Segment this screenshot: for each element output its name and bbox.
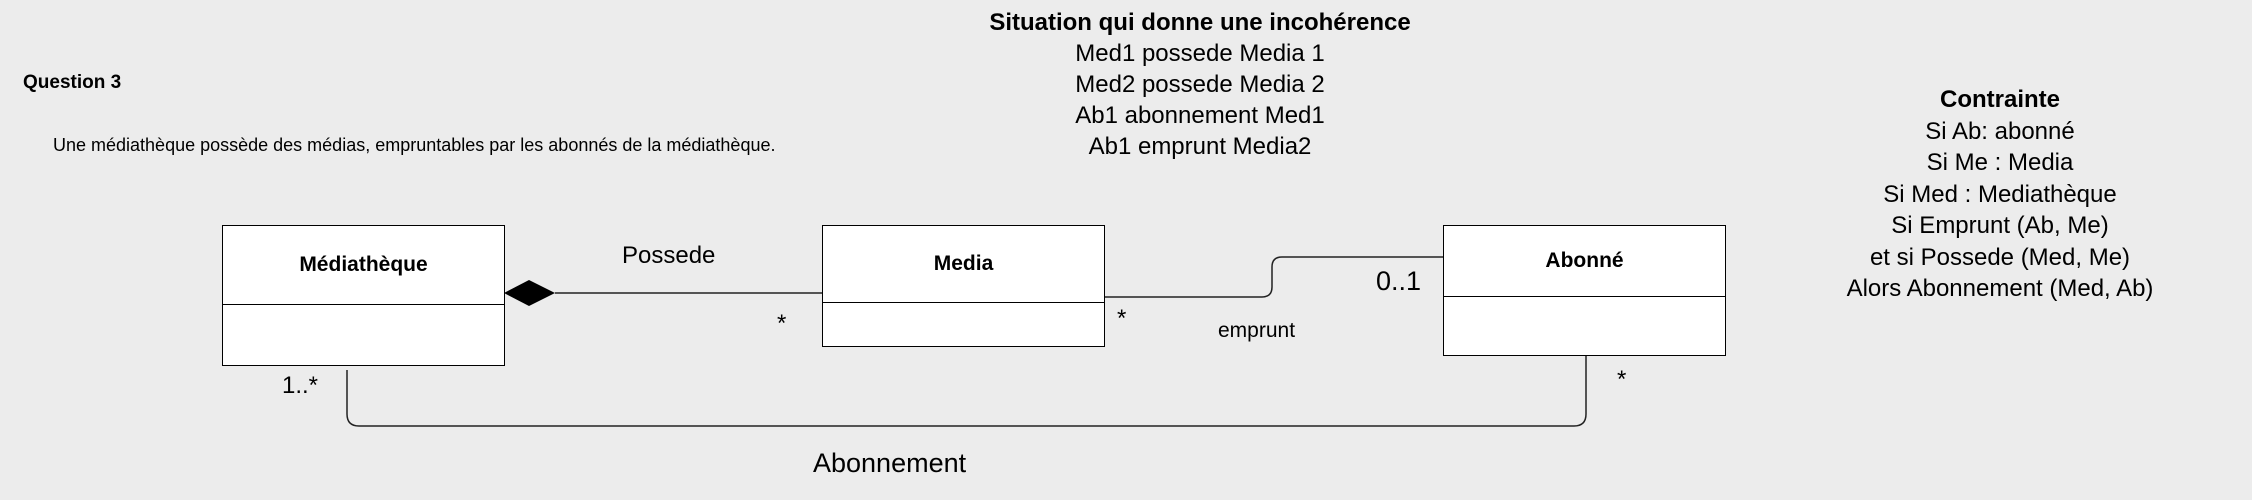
constraint-line: et si Possede (Med, Me) (1869, 243, 2131, 271)
constraint-line: Si Emprunt (Ab, Me) (1891, 212, 2109, 239)
emprunt-multiplicity-media: * (1117, 305, 1127, 332)
constraint-line: Si Me : Media (1926, 149, 2074, 176)
class-name: Médiathèque (223, 226, 504, 305)
constraint-line: Alors Abonnement (Med, Ab) (1846, 275, 2154, 302)
abonnement-multiplicity-abonne: * (1617, 366, 1627, 393)
class-name: Abonné (1444, 226, 1725, 297)
situation-line: Med1 possede Media 1 (1075, 40, 1325, 67)
possede-multiplicity-media: * (777, 310, 787, 337)
constraint-block: Contrainte Si Ab: abonné Si Me : Media S… (1780, 84, 2220, 305)
constraint-line: Si Ab: abonné (1925, 117, 2075, 145)
emprunt-multiplicity-abonne: 0..1 (1376, 266, 1422, 296)
constraint-line: Si Med : Mediathèque (1883, 180, 2117, 208)
class-media[interactable]: Media (822, 225, 1105, 347)
situation-line: Ab1 abonnement Med1 (1075, 102, 1325, 129)
situation-line: Ab1 emprunt Media2 (1088, 133, 1312, 160)
emprunt-line[interactable] (1105, 256, 1443, 298)
composition-diamond-icon (504, 280, 555, 306)
situation-block: Situation qui donne une incohérence Med1… (850, 7, 1550, 162)
abonnement-line[interactable] (346, 356, 1587, 427)
class-name: Media (823, 226, 1104, 303)
question-title: Question 3 (23, 72, 122, 93)
situation-title: Situation qui donne une incohérence (989, 9, 1411, 36)
abonnement-multiplicity-mediatheque: 1..* (282, 372, 319, 399)
constraint-title: Contrainte (1940, 86, 2060, 113)
class-abonne[interactable]: Abonné (1443, 225, 1726, 356)
question-text: Une médiathèque possède des médias, empr… (53, 135, 776, 155)
possede-label: Possede (622, 242, 716, 269)
abonnement-label: Abonnement (813, 448, 967, 478)
situation-line: Med2 possede Media 2 (1075, 71, 1325, 98)
emprunt-label: emprunt (1218, 319, 1296, 342)
class-mediatheque[interactable]: Médiathèque (222, 225, 505, 366)
